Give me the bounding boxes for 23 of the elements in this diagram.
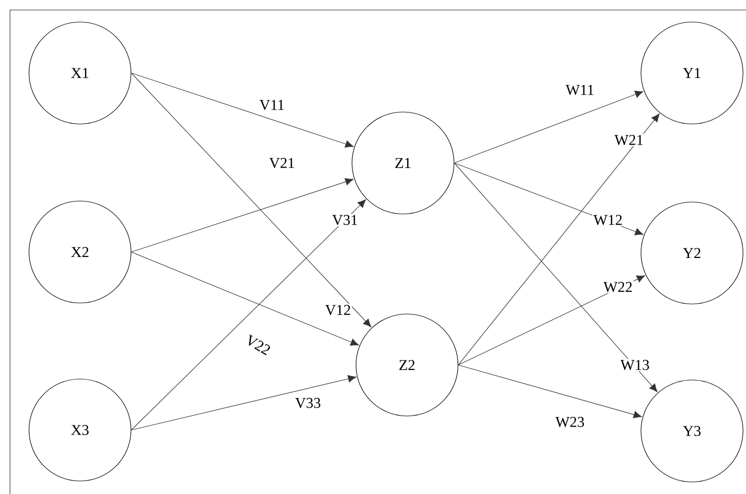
edge-label: V31: [331, 214, 359, 226]
edge-label: W23: [554, 416, 586, 428]
arrow: [131, 199, 366, 430]
edge-label: V11: [258, 98, 286, 112]
edge-label: W22: [602, 280, 634, 294]
arrow: [131, 252, 359, 346]
edge-label: V22: [242, 332, 274, 358]
edge-label: W12: [592, 214, 624, 226]
arrow: [131, 72, 372, 328]
arrow: [131, 375, 356, 430]
arrow: [458, 364, 642, 418]
arrow: [454, 90, 644, 164]
edge-label: V12: [324, 304, 352, 316]
arrow: [454, 162, 658, 392]
arrow: [458, 275, 646, 366]
arrow: [131, 72, 354, 148]
arrow: [131, 178, 354, 252]
edge-label: W13: [619, 358, 651, 372]
edge-label: V21: [268, 156, 296, 170]
edge-label: V33: [294, 396, 322, 410]
edge-label: W11: [564, 84, 596, 96]
edge-label: W21: [613, 134, 645, 146]
arrow: [458, 114, 660, 366]
